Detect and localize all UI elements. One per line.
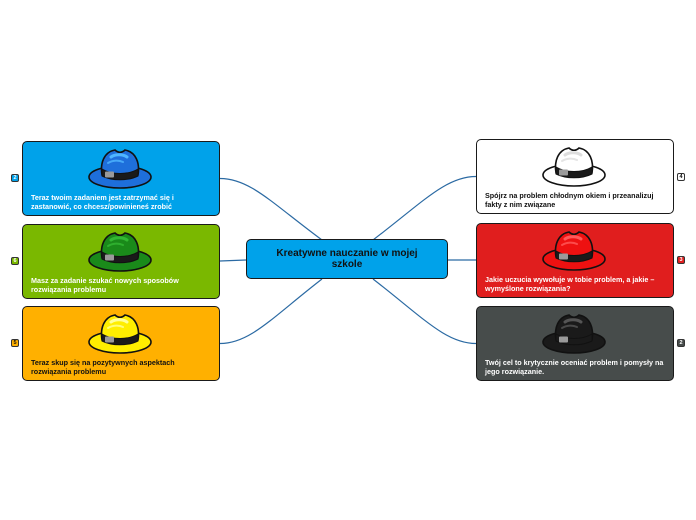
- topic-black-text: Twój cel to krytycznie oceniać problem i…: [485, 358, 664, 376]
- topic-green[interactable]: Masz za zadanie szukać nowych sposobów r…: [22, 224, 220, 299]
- connector-green: [219, 259, 247, 262]
- topic-yellow-number-badge: 5: [11, 339, 19, 347]
- red-hat-icon: [539, 227, 609, 273]
- topic-red-text: Jakie uczucia wywołuje w tobie problem, …: [485, 275, 655, 293]
- topic-white-number-badge: 4: [677, 173, 685, 181]
- black-hat-icon: [539, 310, 609, 356]
- topic-blue-text: Teraz twoim zadaniem jest zatrzymać się …: [31, 193, 174, 211]
- central-topic[interactable]: Kreatywne nauczanie w mojej szkole: [246, 239, 448, 279]
- connector-yellow: [219, 278, 323, 345]
- central-topic-label: Kreatywne nauczanie w mojej szkole: [276, 248, 418, 270]
- yellow-hat-icon: [85, 310, 155, 356]
- topic-blue[interactable]: Teraz twoim zadaniem jest zatrzymać się …: [22, 141, 220, 216]
- topic-green-text: Masz za zadanie szukać nowych sposobów r…: [31, 276, 179, 294]
- topic-black[interactable]: Twój cel to krytycznie oceniać problem i…: [476, 306, 674, 381]
- topic-black-number-badge: 2: [677, 339, 685, 347]
- white-hat-icon: [539, 143, 609, 189]
- topic-yellow[interactable]: Teraz skup się na pozytywnych aspektach …: [22, 306, 220, 381]
- connector-blue: [219, 177, 323, 241]
- topic-red[interactable]: Jakie uczucia wywołuje w tobie problem, …: [476, 223, 674, 298]
- topic-white-text: Spójrz na problem chłodnym okiem i przea…: [485, 191, 654, 209]
- topic-red-number-badge: 3: [677, 256, 685, 264]
- green-hat-icon: [85, 228, 155, 274]
- topic-white[interactable]: Spójrz na problem chłodnym okiem i przea…: [476, 139, 674, 214]
- topic-green-number-badge: 6: [11, 257, 19, 265]
- connector-white: [372, 175, 477, 241]
- topic-yellow-text: Teraz skup się na pozytywnych aspektach …: [31, 358, 175, 376]
- connector-black: [372, 278, 477, 345]
- topic-blue-number-badge: 2: [11, 174, 19, 182]
- blue-hat-icon: [85, 145, 155, 191]
